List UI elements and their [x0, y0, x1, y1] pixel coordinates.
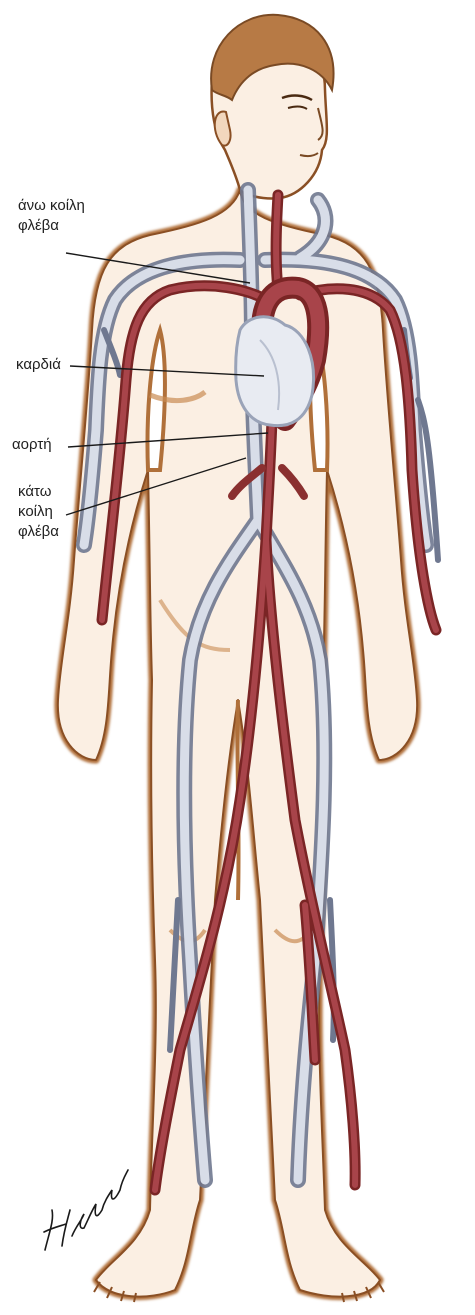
label-heart-text: καρδιά	[16, 355, 61, 375]
label-superior-vena-cava-line1: άνω κοίλη	[18, 196, 85, 216]
label-superior-vena-cava: άνω κοίλη φλέβα	[18, 196, 85, 236]
label-inferior-vena-cava-line1: κάτω	[18, 482, 59, 502]
label-inferior-vena-cava-line2: κοίλη	[18, 502, 59, 522]
label-heart: καρδιά	[16, 355, 61, 375]
label-aorta: αορτή	[12, 435, 52, 455]
label-aorta-text: αορτή	[12, 435, 52, 455]
artist-signature	[40, 1150, 130, 1260]
head-illustration	[211, 15, 333, 199]
label-superior-vena-cava-line2: φλέβα	[18, 216, 85, 236]
label-inferior-vena-cava-line3: φλέβα	[18, 522, 59, 542]
label-inferior-vena-cava: κάτω κοίλη φλέβα	[18, 482, 59, 542]
